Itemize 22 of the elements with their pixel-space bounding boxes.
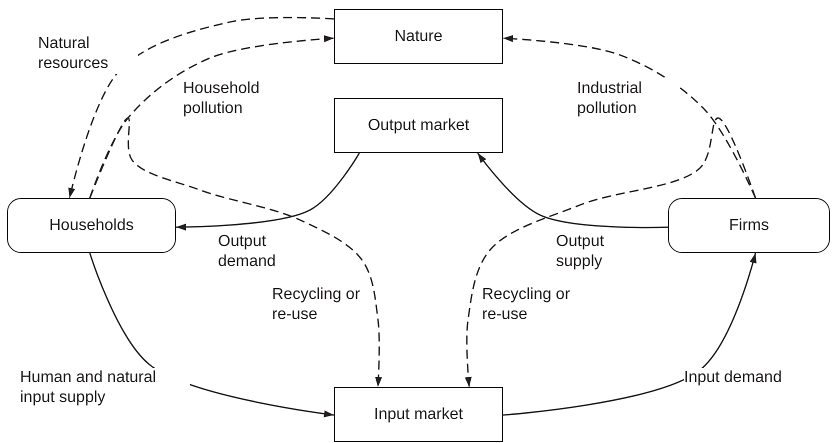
arrow — [89, 117, 382, 388]
edge-label: Industrial pollution — [577, 79, 677, 119]
arrow — [89, 252, 334, 418]
edge-label: Human and natural input supply — [20, 368, 190, 408]
node-label: Output market — [368, 116, 470, 134]
rounded-box — [7, 198, 176, 253]
node-label: Nature — [394, 28, 443, 46]
node-label: Households — [49, 216, 134, 234]
process-box — [334, 98, 503, 153]
arrow — [502, 252, 756, 416]
process-box — [334, 387, 503, 442]
edge-label: Input demand — [684, 368, 782, 388]
process-box — [334, 9, 503, 64]
arrow — [68, 16, 334, 198]
arrow — [477, 152, 668, 228]
arrow — [502, 35, 756, 198]
arrow — [176, 152, 360, 231]
node-label: Firms — [729, 216, 769, 234]
node-label: Input market — [374, 406, 463, 424]
arrow — [464, 117, 756, 388]
edge-label: Natural resources — [38, 34, 138, 74]
rounded-box — [668, 198, 830, 253]
